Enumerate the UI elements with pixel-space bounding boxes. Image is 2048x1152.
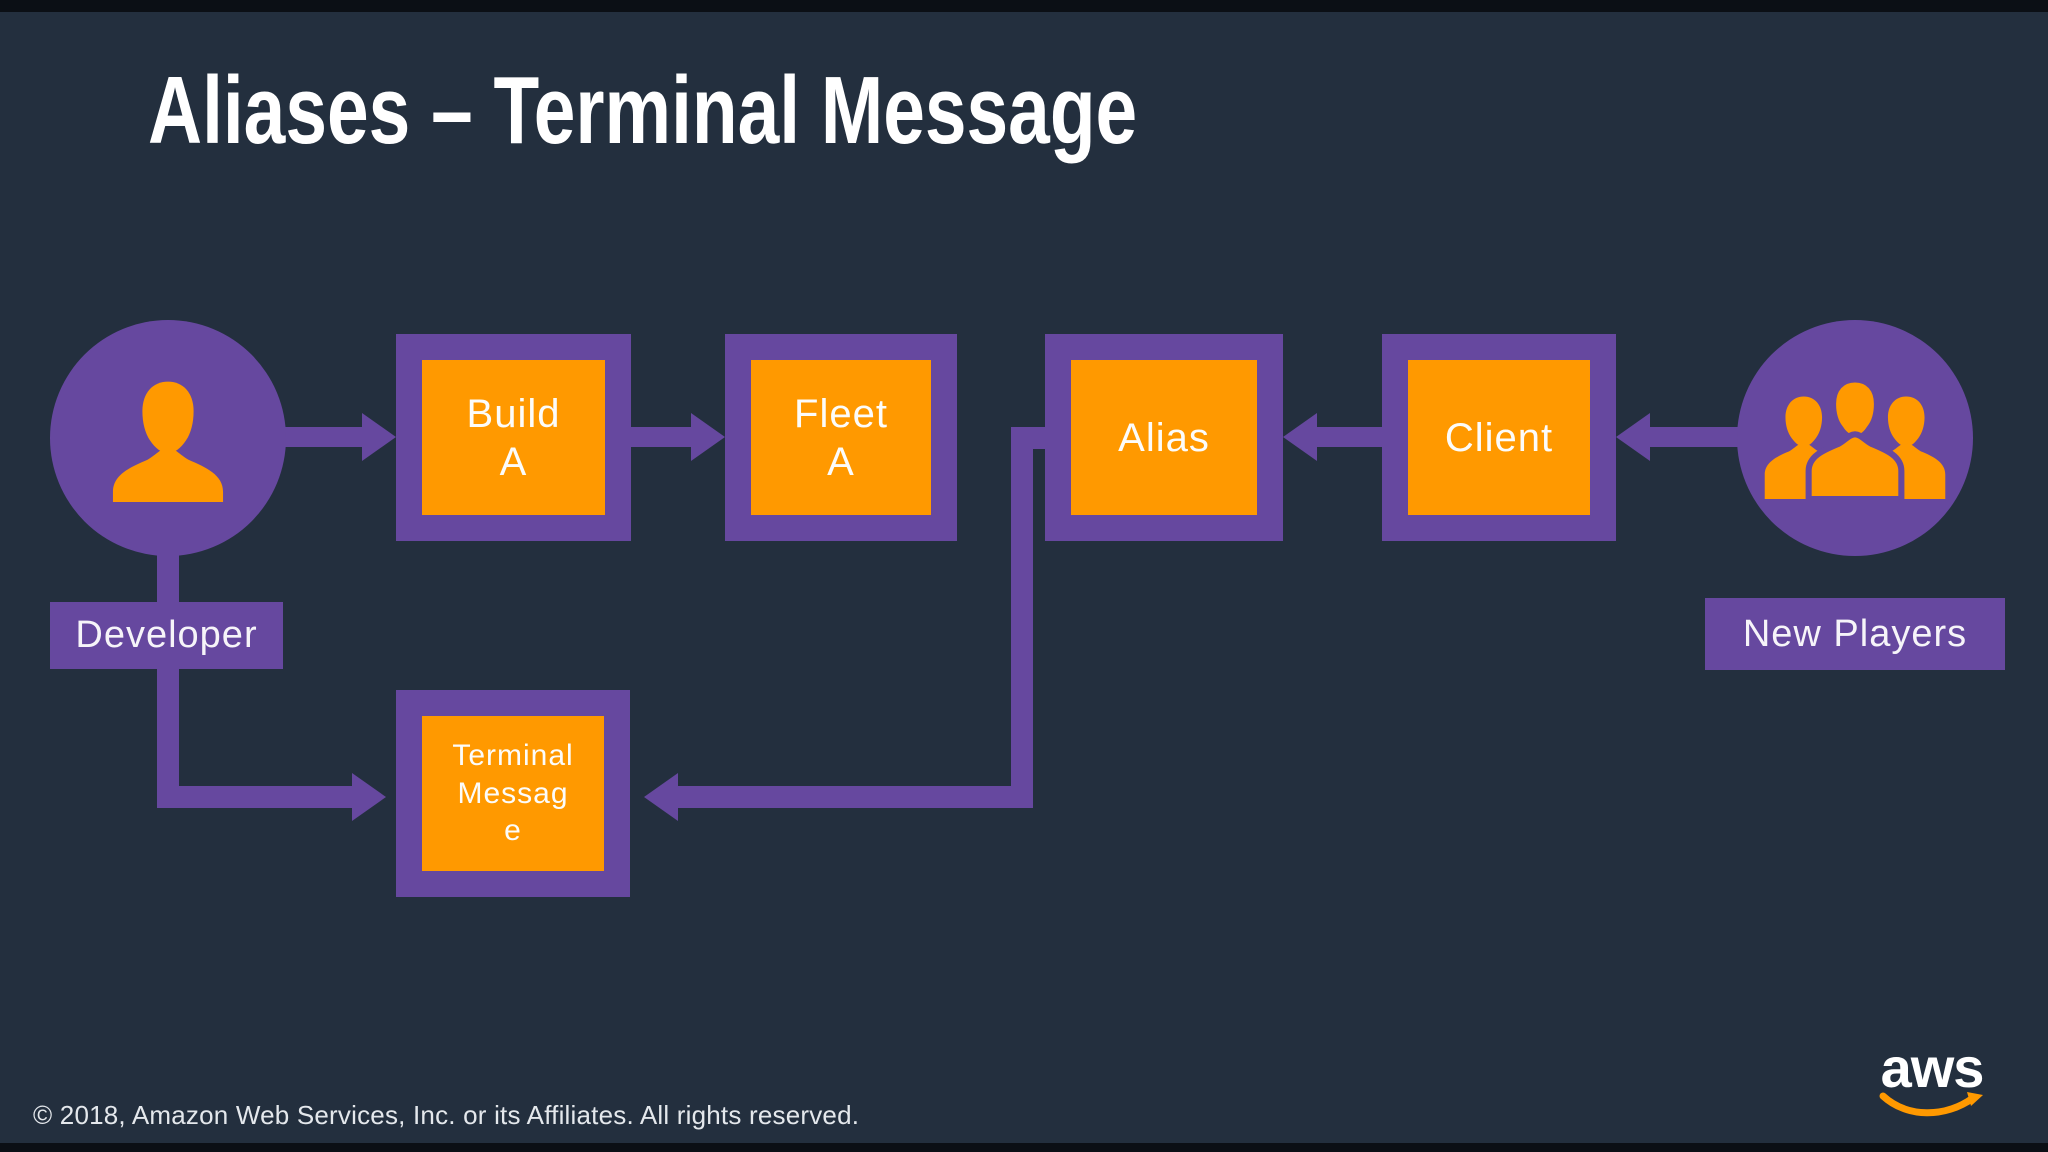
node-client-inner: Client	[1408, 360, 1590, 515]
node-client: Client	[1382, 334, 1616, 541]
connector-alias-to-terminal-horizontal	[678, 786, 1033, 808]
node-client-label: Client	[1444, 415, 1554, 460]
arrow-alias-to-terminal-head	[644, 773, 678, 821]
node-alias-inner: Alias	[1071, 360, 1257, 515]
new-players-label-text: New Players	[1742, 612, 1968, 655]
aws-logo: aws	[1876, 1040, 1988, 1122]
node-terminal-message-inner: Terminal Messag e	[422, 716, 604, 871]
node-terminal-message-label: Terminal Messag e	[452, 737, 573, 850]
new-players-circle	[1737, 320, 1973, 556]
node-alias: Alias	[1045, 334, 1283, 541]
aws-logo-text: aws	[1880, 1036, 1985, 1099]
arrow-developer-to-build-head	[362, 413, 396, 461]
node-build-a: Build A	[396, 334, 631, 541]
slide-title: Aliases – Terminal Message	[148, 57, 1138, 164]
node-fleet-a: Fleet A	[725, 334, 957, 541]
copyright-text: © 2018, Amazon Web Services, Inc. or its…	[33, 1100, 860, 1130]
terminal-line-1: Terminal	[452, 739, 574, 773]
terminal-line-3: e	[504, 814, 522, 848]
arrow-build-to-fleet-shaft	[631, 427, 691, 447]
arrow-developer-to-terminal-head	[352, 773, 386, 821]
arrow-client-to-alias-head	[1283, 413, 1317, 461]
people-group-icon	[1764, 377, 1946, 499]
aws-smile-icon	[1879, 1092, 1983, 1117]
node-terminal-message: Terminal Messag e	[396, 690, 630, 897]
connector-developer-to-terminal-horizontal	[157, 786, 352, 808]
new-players-label: New Players	[1705, 598, 2005, 670]
arrow-build-to-fleet-head	[691, 413, 725, 461]
developer-circle	[50, 320, 286, 556]
arrow-newplayers-to-client-head	[1616, 413, 1650, 461]
bottom-edge-bar	[0, 1143, 2048, 1152]
node-fleet-a-label: Fleet A	[794, 391, 888, 484]
arrow-developer-to-build-shaft	[285, 427, 362, 447]
developer-label: Developer	[50, 602, 283, 669]
person-icon	[112, 381, 224, 502]
node-build-a-inner: Build A	[422, 360, 605, 515]
arrow-newplayers-to-client-shaft	[1650, 427, 1740, 447]
node-fleet-a-inner: Fleet A	[751, 360, 931, 515]
top-edge-bar	[0, 0, 2048, 12]
node-build-a-label: Build A	[466, 391, 561, 484]
node-alias-label: Alias	[1118, 415, 1210, 460]
developer-label-text: Developer	[75, 614, 258, 656]
arrow-client-to-alias-shaft	[1317, 427, 1382, 447]
terminal-line-2: Messag	[457, 776, 569, 810]
connector-alias-to-terminal-vertical	[1011, 427, 1033, 808]
